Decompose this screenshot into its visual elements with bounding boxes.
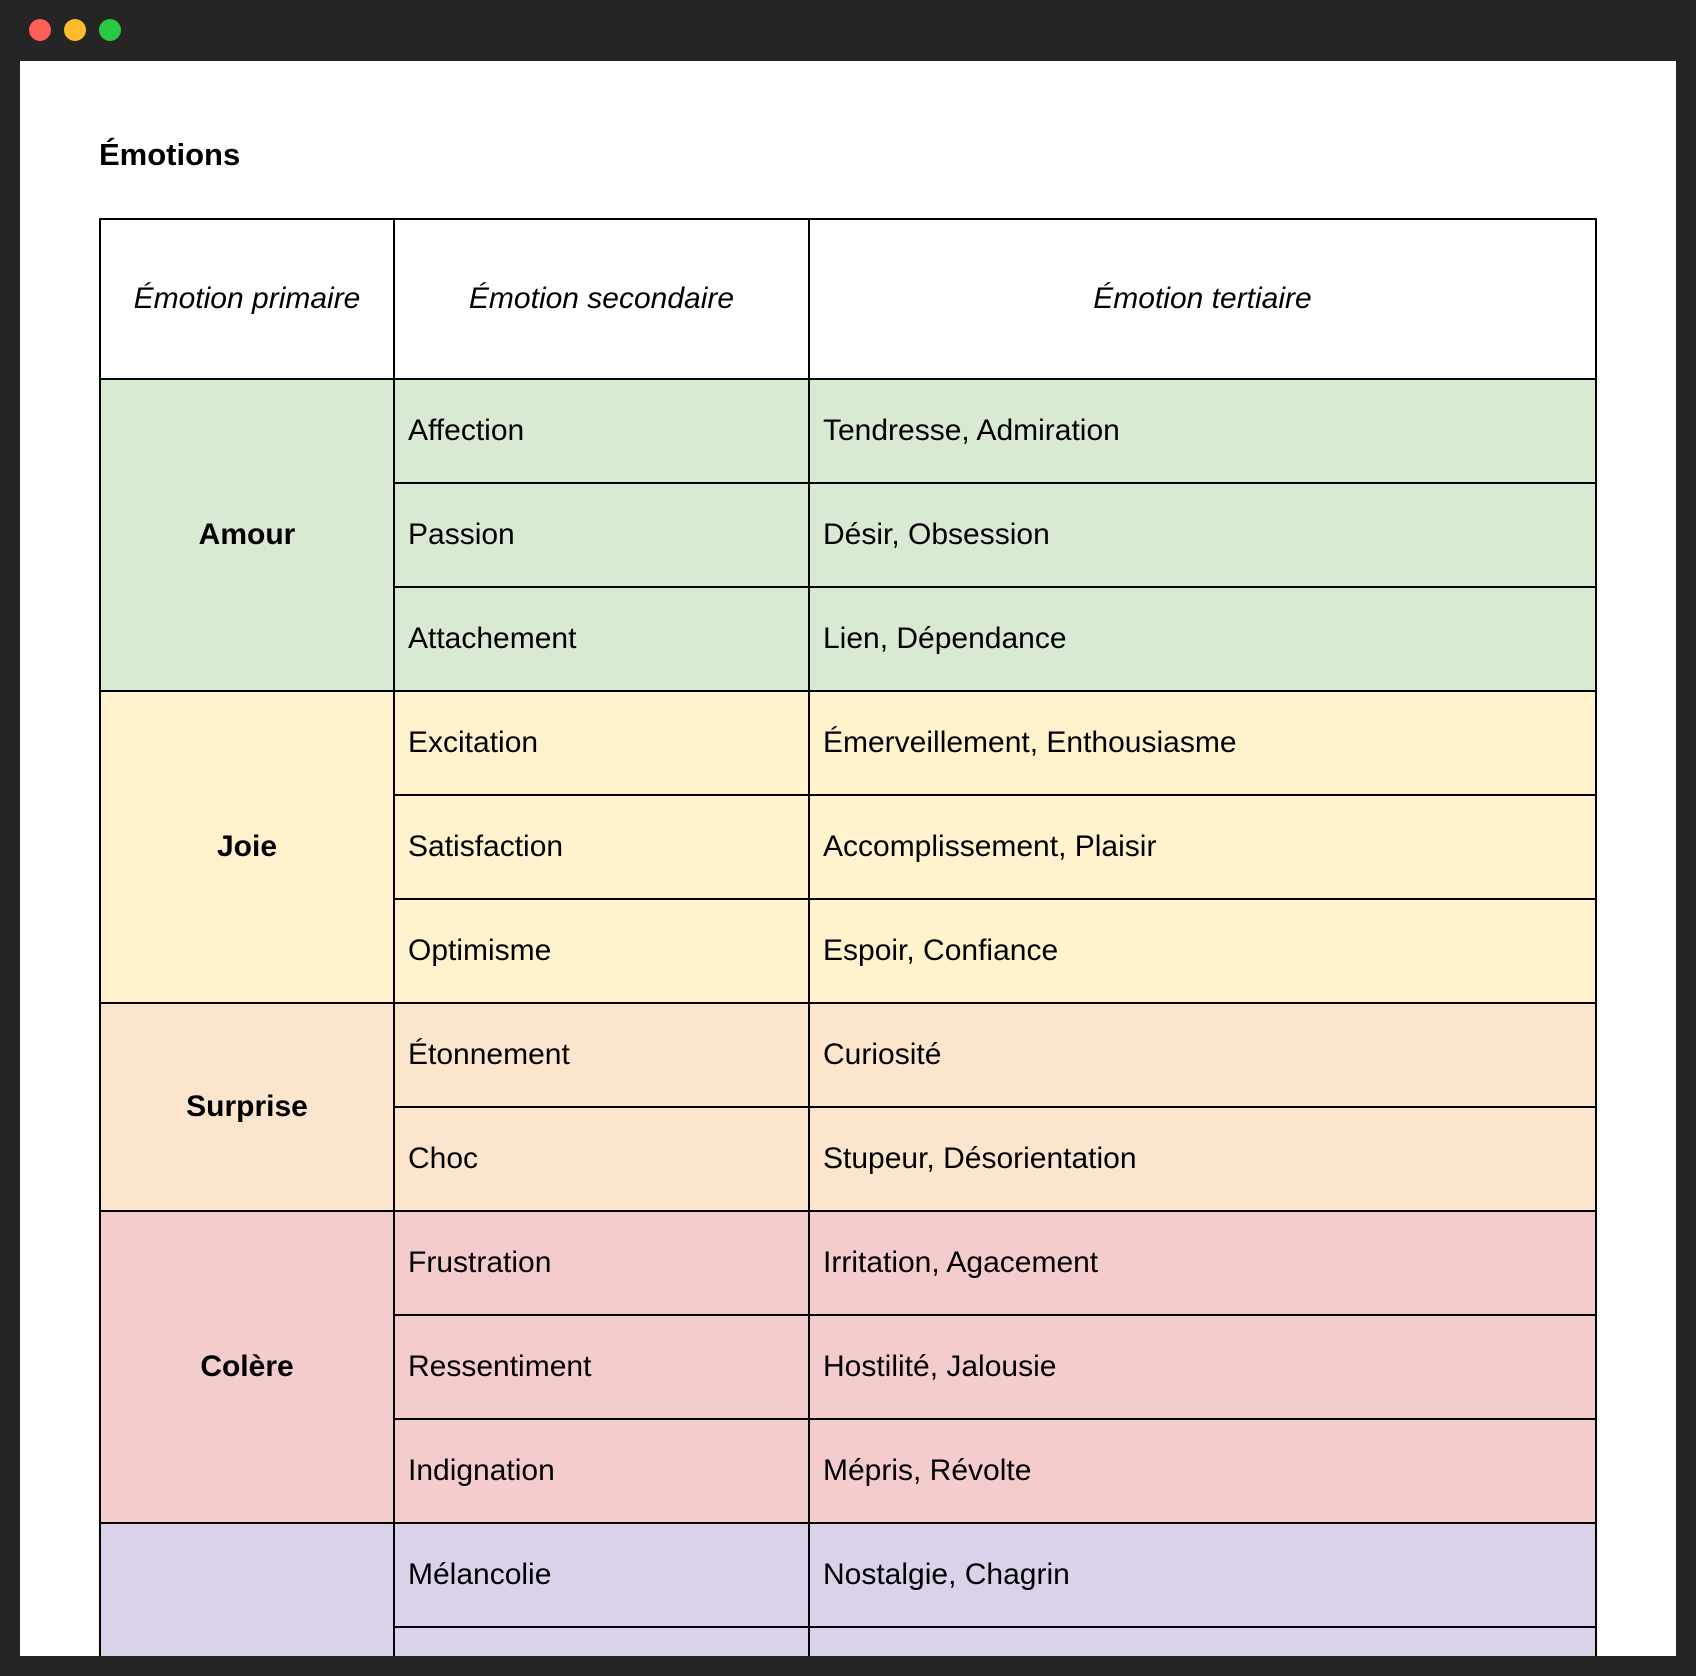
table-row: [100, 1626, 1597, 1656]
table-row: Amour Affection Tendresse, Admiration: [99, 378, 1597, 692]
secondary-emotion-cell: Satisfaction: [393, 794, 810, 900]
header-secondary: Émotion secondaire: [393, 218, 810, 380]
close-window-button[interactable]: [29, 19, 51, 41]
table-row: Indignation Mépris, Révolte: [100, 1418, 1597, 1524]
primary-emotion-cell: Surprise: [99, 1002, 395, 1212]
table-row: Optimisme Espoir, Confiance: [100, 898, 1597, 1004]
secondary-emotion-cell: Choc: [393, 1106, 810, 1212]
minimize-window-button[interactable]: [64, 19, 86, 41]
tertiary-emotion-cell: [808, 1626, 1597, 1656]
table-row: Mélancolie Nostalgie, Chagrin: [99, 1522, 1597, 1656]
header-primary: Émotion primaire: [99, 218, 395, 380]
secondary-emotion-cell: [393, 1626, 810, 1656]
tertiary-emotion-cell: Émerveillement, Enthousiasme: [808, 690, 1597, 796]
table-row: Ressentiment Hostilité, Jalousie: [100, 1314, 1597, 1420]
tertiary-emotion-cell: Curiosité: [808, 1002, 1597, 1108]
table-row: Surprise Étonnement Curiosité: [99, 1002, 1597, 1212]
primary-emotion-cell: [99, 1522, 395, 1656]
tertiary-emotion-cell: Espoir, Confiance: [808, 898, 1597, 1004]
table-row: Attachement Lien, Dépendance: [100, 586, 1597, 692]
tertiary-emotion-cell: Irritation, Agacement: [808, 1210, 1597, 1316]
secondary-emotion-cell: Mélancolie: [393, 1522, 810, 1628]
secondary-emotion-cell: Optimisme: [393, 898, 810, 1004]
secondary-emotion-cell: Excitation: [393, 690, 810, 796]
window-titlebar: [0, 0, 1696, 60]
primary-emotion-cell: Amour: [99, 378, 395, 692]
tertiary-emotion-cell: Accomplissement, Plaisir: [808, 794, 1597, 900]
primary-emotion-cell: Joie: [99, 690, 395, 1004]
table-row: Joie Excitation Émerveillement, Enthousi…: [99, 690, 1597, 1004]
secondary-emotion-cell: Attachement: [393, 586, 810, 692]
tertiary-emotion-cell: Lien, Dépendance: [808, 586, 1597, 692]
document-page: Émotions Émotion primaire Émotion second…: [20, 61, 1676, 1656]
secondary-emotion-cell: Frustration: [393, 1210, 810, 1316]
secondary-emotion-cell: Affection: [393, 378, 810, 484]
secondary-emotion-cell: Ressentiment: [393, 1314, 810, 1420]
secondary-emotion-cell: Indignation: [393, 1418, 810, 1524]
table-row: Colère Frustration Irritation, Agacement: [99, 1210, 1597, 1524]
table-row: Passion Désir, Obsession: [100, 482, 1597, 588]
tertiary-emotion-cell: Stupeur, Désorientation: [808, 1106, 1597, 1212]
tertiary-emotion-cell: Désir, Obsession: [808, 482, 1597, 588]
maximize-window-button[interactable]: [99, 19, 121, 41]
secondary-emotion-cell: Étonnement: [393, 1002, 810, 1108]
secondary-emotion-cell: Passion: [393, 482, 810, 588]
tertiary-emotion-cell: Hostilité, Jalousie: [808, 1314, 1597, 1420]
table-row: Choc Stupeur, Désorientation: [100, 1106, 1597, 1212]
table-row: Satisfaction Accomplissement, Plaisir: [100, 794, 1597, 900]
document-title: Émotions: [99, 137, 241, 172]
tertiary-emotion-cell: Tendresse, Admiration: [808, 378, 1597, 484]
primary-emotion-cell: Colère: [99, 1210, 395, 1524]
header-tertiary: Émotion tertiaire: [808, 218, 1597, 380]
tertiary-emotion-cell: Nostalgie, Chagrin: [808, 1522, 1597, 1628]
emotions-table: Émotion primaire Émotion secondaire Émot…: [99, 218, 1597, 1656]
table-header-row: Émotion primaire Émotion secondaire Émot…: [99, 218, 1597, 380]
tertiary-emotion-cell: Mépris, Révolte: [808, 1418, 1597, 1524]
